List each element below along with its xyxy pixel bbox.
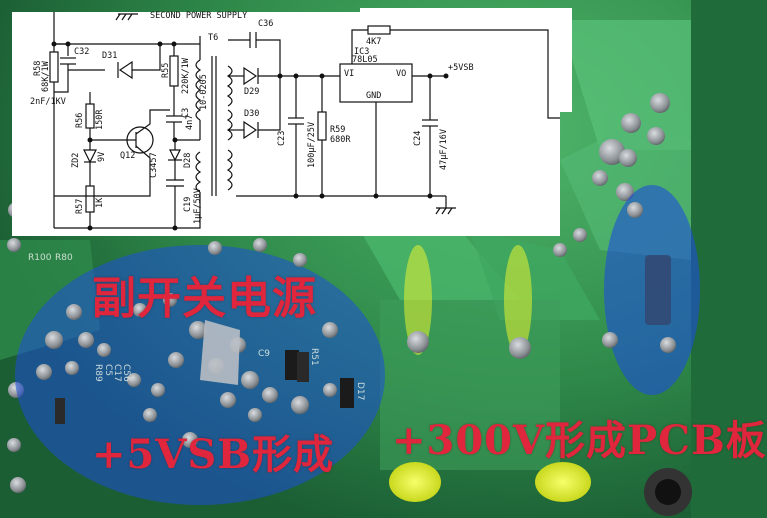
label-c3-value: 4n7 [185, 115, 195, 130]
label-c19-value: 1μF/50V [193, 188, 203, 224]
board-label-d17: D17 [355, 382, 365, 400]
pcb-pad [650, 93, 670, 113]
label-r57-value: 1K [95, 197, 105, 208]
label-r58-value: 68K/1W [41, 60, 51, 92]
board-label-c17: C17 [112, 364, 122, 382]
board-label-r100: R100 [28, 253, 52, 263]
pcb-pad [602, 332, 618, 348]
label-c32-value: 2nF/1KV [30, 97, 66, 107]
board-label-c9: C9 [258, 349, 270, 359]
label-vi: VI [344, 69, 354, 79]
pad-cluster [36, 238, 338, 448]
pcb-pad [573, 228, 587, 242]
board-label-r51: R51 [309, 348, 319, 366]
pcb-pad [553, 243, 567, 257]
pcb-pad [7, 238, 21, 252]
caption-5vsb-formation: +5VSB形成 [92, 431, 335, 478]
label-r59-value: 680R [330, 135, 351, 145]
pcb-trace [560, 20, 691, 150]
pcb-trace [360, 230, 520, 300]
highlight-yellow-3 [389, 462, 441, 502]
highlight-yellow-2 [504, 245, 532, 355]
board-label-r80: R80 [55, 253, 73, 263]
schematic-panel [12, 12, 560, 236]
label-c19: C19 [183, 197, 193, 212]
label-zd2-value: 9V [97, 152, 107, 162]
label-output-5vsb: +5VSB [448, 63, 474, 73]
smd-part [297, 352, 309, 382]
label-gnd: GND [366, 91, 381, 101]
schematic-title: SECOND POWER SUPPLY [150, 11, 247, 21]
label-r59: R59 [330, 125, 345, 135]
label-c32: C32 [74, 47, 89, 57]
label-r56-value: 150R [95, 109, 105, 130]
highlight-yellow-1 [404, 245, 432, 355]
pcb-pad [592, 170, 608, 186]
label-zd2: ZD2 [71, 153, 81, 168]
label-r56: R56 [75, 113, 85, 128]
smd-ic [200, 320, 240, 385]
pcb-pad [599, 139, 625, 165]
pcb-pad [509, 337, 531, 359]
label-d30: D30 [244, 109, 259, 119]
highlight-aux-power-area [15, 245, 385, 505]
caption-300v-formation: +300V形成PCB板 [392, 417, 767, 464]
caption-aux-power-supply: 副开关电源 [92, 273, 317, 324]
pcb-pad [616, 183, 634, 201]
label-d28: D28 [183, 153, 193, 168]
smd-part [340, 378, 354, 408]
label-d29: D29 [244, 87, 259, 97]
label-c24: C24 [413, 131, 423, 146]
label-q12: Q12 [120, 151, 135, 161]
pcb-pad [647, 127, 665, 145]
pcb-pad [407, 331, 429, 353]
pcb-pad [621, 113, 641, 133]
label-ic3: IC3 [354, 47, 369, 57]
pcb-pad [627, 202, 643, 218]
label-t6-part: 10-0205 [199, 74, 209, 110]
smd-part [285, 350, 299, 380]
label-r58: R58 [33, 61, 43, 76]
label-c3: C3 [181, 108, 191, 118]
label-ic3-part: 78L05 [352, 55, 378, 65]
label-c24-value: 47μF/16V [439, 129, 449, 170]
board-label-c5: C5 [103, 364, 113, 376]
smd-part [645, 255, 671, 325]
pcb-hole [655, 479, 681, 505]
label-c23: C23 [277, 131, 287, 146]
label-vo: VO [396, 69, 406, 79]
pcb-pad [10, 477, 26, 493]
label-c23-value: 100μF/25V [307, 122, 317, 168]
pcb-pad [7, 438, 21, 452]
label-c36: C36 [258, 19, 273, 29]
label-r57: R57 [75, 199, 85, 214]
label-r-top-value: 4K7 [366, 37, 381, 47]
label-q12-part: C3457 [149, 152, 159, 178]
label-t6: T6 [208, 33, 218, 43]
pcb-trace [470, 230, 600, 320]
board-label-c56: C56 [121, 364, 131, 382]
highlight-yellow-4 [535, 462, 591, 502]
board-label-r89: R89 [93, 364, 103, 382]
pcb-pad [660, 337, 676, 353]
pcb-pad [619, 149, 637, 167]
label-r55: R55 [161, 63, 171, 78]
schematic-inset: SECOND POWER SUPPLY R58 68K/1W C32 2nF/1… [12, 8, 572, 236]
label-r55-value: 220K/1W [181, 57, 191, 94]
label-d31: D31 [102, 51, 117, 61]
smd-part [55, 398, 65, 424]
